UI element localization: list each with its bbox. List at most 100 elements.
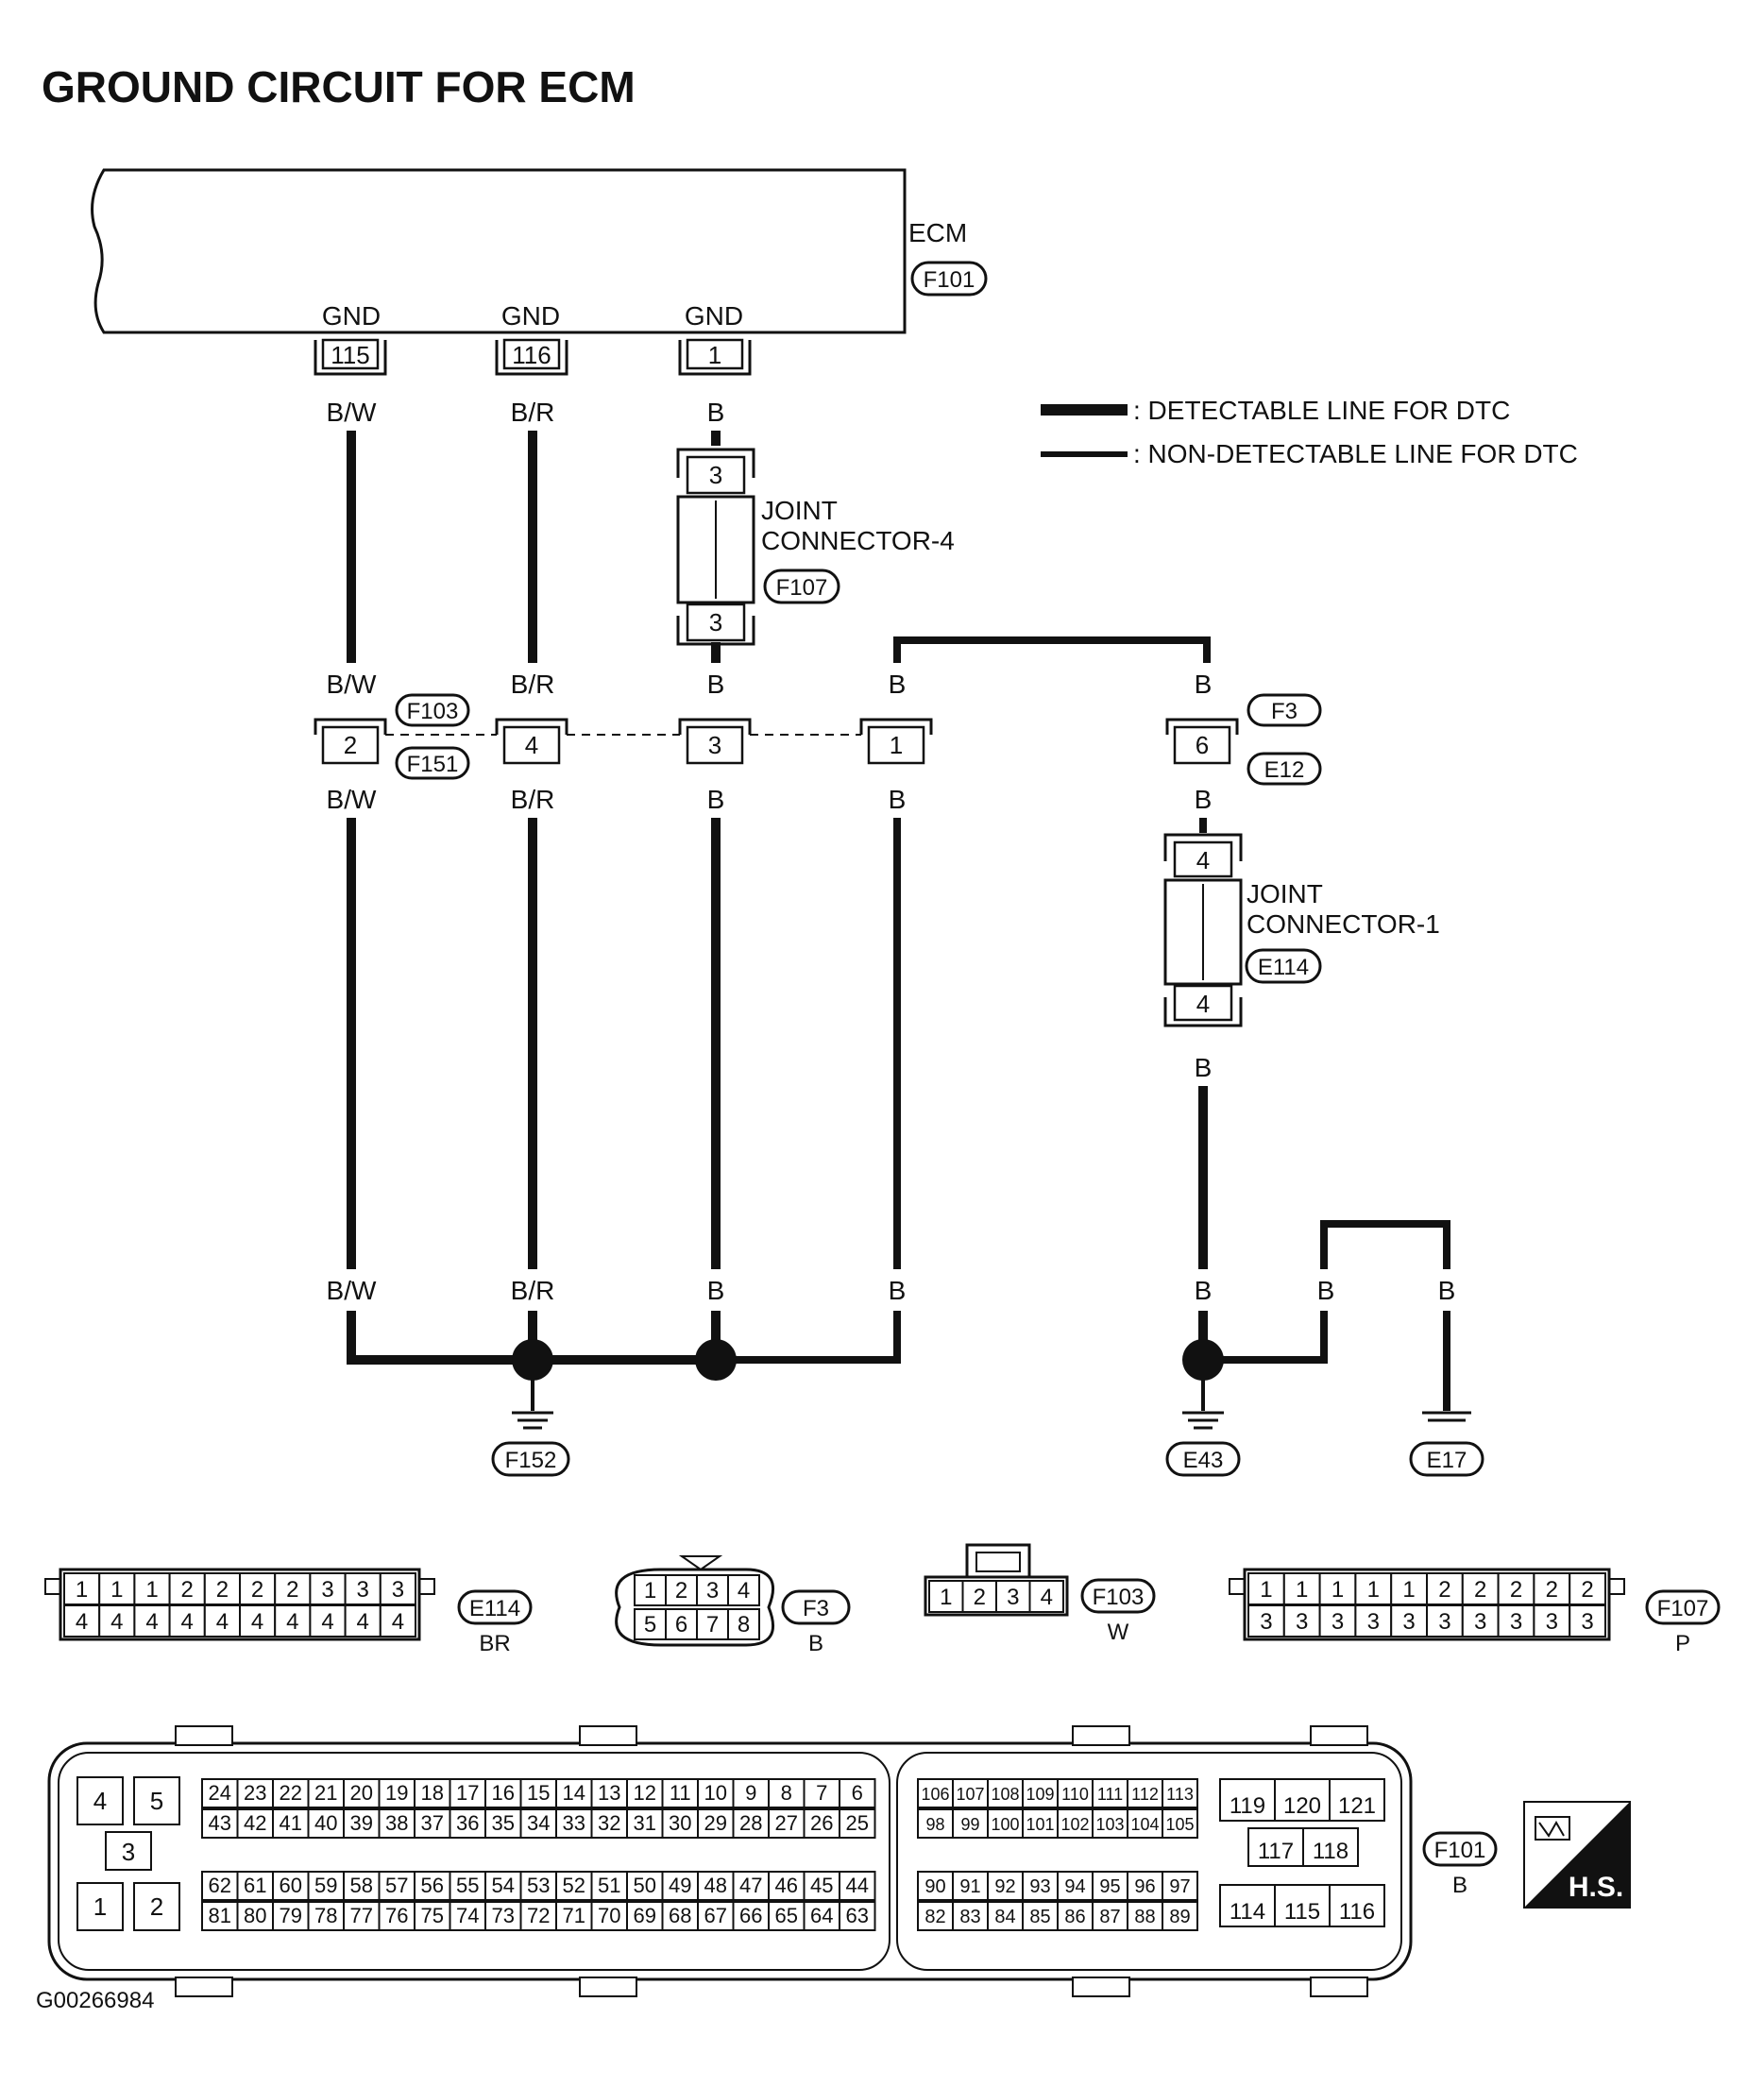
f101-mid-row2-pin: 100 [991,1815,1019,1834]
e114-bottom-pin: 4 [216,1609,229,1635]
tag-right-bottom: E12 [1247,752,1322,786]
tag-left-bottom: F151 [395,746,470,780]
f107-top-pin: 1 [1367,1577,1380,1603]
f101-row1-pin: 8 [781,1781,792,1805]
f3-bottom-cell [727,1608,760,1640]
wire-label-br-mid-bot: B/R [511,785,555,814]
tag-right-top: F3 [1247,693,1322,727]
f101-mid-row3-cell [1092,1871,1128,1901]
f101-row3-pin: 60 [280,1874,302,1897]
f101-row2-pin: 36 [456,1811,479,1835]
f101-row2-cell [768,1808,806,1839]
f101-mid-row2-pin: 98 [925,1815,944,1834]
f101-row4-pin: 65 [775,1904,798,1927]
svg-text:3: 3 [708,731,721,759]
f101-row1-pin: 9 [745,1781,756,1805]
f101-row1-cell [519,1778,557,1808]
f107-bottom-cell [1569,1604,1606,1637]
wire-label-b-joint1-bot: B [1195,1053,1213,1082]
f3-bottom-cell [696,1608,729,1640]
f101-row1-pin: 24 [209,1781,231,1805]
f101-right-top-pin: 119 [1230,1793,1265,1819]
e114-top-pin: 3 [321,1577,333,1603]
ecm-pin-115: 115 [314,338,387,376]
svg-text:F3: F3 [1271,699,1298,724]
svg-text:115: 115 [331,341,369,369]
wire-label-b-bot-3: B [1195,1276,1213,1305]
f101-row3-pin: 49 [669,1874,691,1897]
f101-row1-pin: 14 [563,1781,585,1805]
f101-row2-cell [803,1808,840,1839]
f101-mid-row4-pin: 83 [959,1907,980,1927]
f101-row2-pin: 40 [314,1811,337,1835]
e114-bottom-pin: 4 [357,1609,369,1635]
f101-mid-row1-pin: 110 [1061,1785,1089,1804]
f101-right-top-cell [1329,1778,1385,1822]
joint-connector-4: 3 3 [676,448,755,646]
detectable-lines-lower [347,818,721,1269]
f101-row1-cell [449,1778,486,1808]
f101-row2-pin: 33 [563,1811,585,1835]
svg-text:3: 3 [709,461,722,489]
f101-row1-cell [839,1778,876,1808]
svg-text:F103: F103 [407,699,459,724]
f101-row1-pin: 10 [704,1781,727,1805]
f101-mid-row2-cell [1092,1808,1128,1839]
f101-row1-pin: 12 [634,1781,656,1805]
wire-label-br-top: B/R [511,398,555,427]
f101-mid-row2-cell [1127,1808,1163,1839]
f101-row3-pin: 47 [739,1874,762,1897]
legend-non-detectable-swatch [1041,451,1128,457]
f101-row4-pin: 68 [669,1904,691,1927]
f101-mid-row2-cell [917,1808,954,1839]
detectable-lines-upper [347,431,721,663]
f101-row2-pin: 42 [244,1811,266,1835]
svg-text:1: 1 [890,731,903,759]
f101-mid-row4-pin: 87 [1099,1907,1120,1927]
f107-bottom-pin: 3 [1260,1609,1272,1635]
e114-top-pin: 3 [392,1577,404,1603]
f101-mid-row2-cell [987,1808,1024,1839]
f101-row2-cell [555,1808,593,1839]
f101-row4-cell [484,1901,522,1931]
f107-bottom-cell [1461,1604,1500,1637]
f101-row4-cell [626,1901,664,1931]
f101-row3-pin: 44 [846,1874,869,1897]
f101-row4-pin: 75 [421,1904,444,1927]
ecm-box [91,168,907,334]
f101-mid-row3-pin: 90 [924,1876,945,1897]
f101-row4-pin: 80 [244,1904,266,1927]
f107-bottom-pin: 3 [1402,1609,1415,1635]
ground-symbol-e17 [1422,1411,1471,1422]
f101-row4-pin: 64 [810,1904,833,1927]
f101-row1-pin: 6 [852,1781,863,1805]
f103-view-tag-text: F103 [1093,1585,1145,1610]
f101-row3-cell [626,1871,664,1901]
f101-mid-row3-pin: 92 [994,1876,1015,1897]
f3-bottom-pin: 5 [644,1612,656,1637]
f3-top-pin: 3 [706,1578,719,1603]
f101-row1-pin: 13 [598,1781,620,1805]
f101-mid-row1-pin: 111 [1097,1785,1123,1804]
f101-row1-cell [343,1778,381,1808]
f101-row1-pin: 20 [350,1781,373,1805]
f101-mid-row3-pin: 91 [959,1876,980,1897]
f101-row2-cell [236,1808,274,1839]
joint1-line1: JOINT [1247,879,1323,908]
wire-label-b-mid-top-1: B [707,670,725,699]
wire-label-b-mid-top-2: B [889,670,907,699]
f101-right-bot-pin: 116 [1339,1899,1375,1925]
ecm-connector-tag: F101 [910,261,988,297]
wire-label-b-bot-1: B [707,1276,725,1305]
f3-bottom-cell [634,1608,667,1640]
wire-label-b-mid-bot-3: B [1195,785,1213,814]
ground-tag-e17: E17 [1409,1441,1484,1477]
f3-bottom-cell [665,1608,698,1640]
f101-row3-cell [272,1871,310,1901]
f107-bottom-cell [1318,1604,1357,1637]
f101-mid-row1-pin: 113 [1166,1785,1194,1804]
f101-row4-cell [272,1901,310,1931]
